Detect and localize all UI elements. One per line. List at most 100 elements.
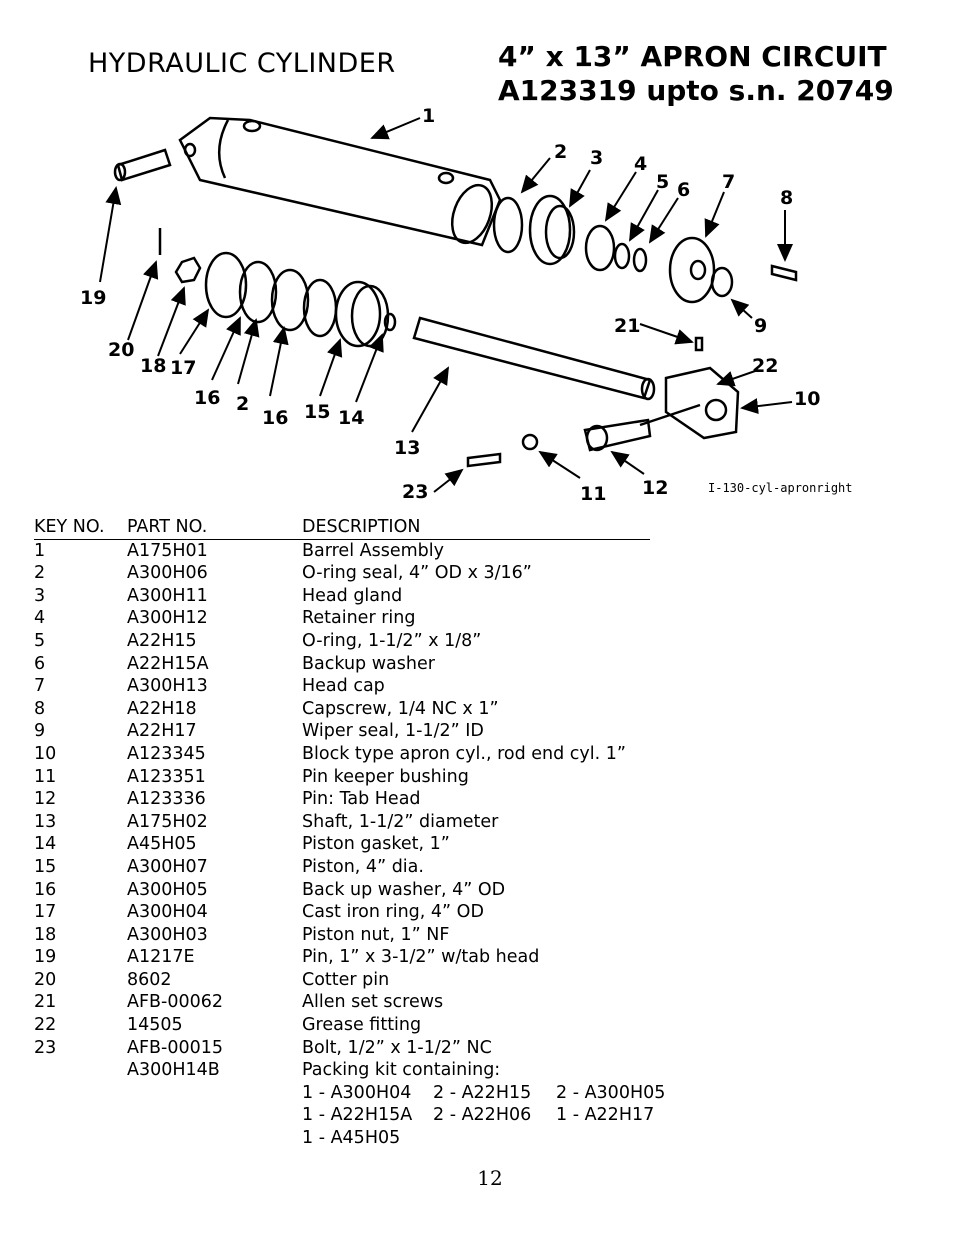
header-part-no: PART NO.: [127, 517, 208, 537]
exploded-parts-diagram: 1 2 3 4 5 6 7 8 9 10 11 12 13 14 15 16 2…: [80, 105, 853, 505]
description-cell: Piston gasket, 1”: [302, 834, 450, 855]
key-no-cell: 13: [34, 811, 57, 832]
table-row: 12 A123336 Pin: Tab Head: [34, 788, 674, 811]
part-no-cell: A300H06: [127, 563, 208, 584]
part-no-cell: A45H05: [127, 834, 197, 855]
key-no-cell: 19: [34, 947, 57, 968]
key-no-cell: 15: [34, 856, 57, 877]
description-cell: Piston, 4” dia.: [302, 856, 424, 877]
description-cell: Pin keeper bushing: [302, 766, 469, 787]
part-no-cell: A123336: [127, 789, 206, 810]
description-cell: Grease fitting: [302, 1015, 422, 1036]
key-no-cell: 23: [34, 1037, 57, 1058]
description-cell: Head gland: [302, 585, 403, 606]
key-no-cell: 3: [34, 585, 46, 606]
key-no-cell: 14: [34, 834, 57, 855]
part-no-cell: A175H02: [127, 811, 208, 832]
key-no-cell: 1: [34, 540, 46, 561]
description-cell: Shaft, 1-1/2” diameter: [302, 811, 499, 832]
kit-item: 1 - A300H04: [302, 1082, 412, 1103]
part-no-cell: 8602: [127, 969, 172, 990]
part-no-cell: A300H11: [127, 585, 208, 606]
description-cell: O-ring seal, 4” OD x 3/16”: [302, 563, 532, 584]
table-row: 13 A175H02 Shaft, 1-1/2” diameter: [34, 811, 674, 834]
key-no-cell: 8: [34, 698, 46, 719]
table-row: 1 A175H01 Barrel Assembly: [34, 540, 674, 563]
kit-item: 1 - A22H17: [556, 1105, 655, 1126]
table-row: 3 A300H11 Head gland: [34, 585, 674, 608]
part-no-cell: A22H15: [127, 630, 197, 651]
description-cell: O-ring, 1-1/2” x 1/8”: [302, 630, 482, 651]
callout-11: 11: [580, 483, 606, 505]
description-cell: Bolt, 1/2” x 1-1/2” NC: [302, 1037, 492, 1058]
table-row: 15 A300H07 Piston, 4” dia.: [34, 856, 674, 879]
description-cell: Wiper seal, 1-1/2” ID: [302, 721, 484, 742]
kit-item: 1 - A22H15A: [302, 1105, 413, 1126]
key-no-cell: 4: [34, 608, 46, 629]
part-no-cell: A300H04: [127, 902, 208, 923]
table-row: 23 AFB-00015 Bolt, 1/2” x 1-1/2” NC: [34, 1037, 674, 1060]
description-cell: Back up washer, 4” OD: [302, 879, 506, 900]
callout-1: 1: [422, 105, 435, 127]
part-no-cell: A300H07: [127, 856, 208, 877]
callout-21: 21: [614, 315, 640, 337]
callout-17: 17: [170, 357, 196, 379]
description-cell: Pin: Tab Head: [302, 789, 421, 810]
description-cell: Packing kit containing:: [302, 1060, 501, 1081]
callout-18: 18: [140, 355, 166, 377]
key-no-cell: 11: [34, 766, 57, 787]
description-cell: Capscrew, 1/4 NC x 1”: [302, 698, 499, 719]
callout-10: 10: [794, 388, 820, 410]
part-no-cell: A300H13: [127, 676, 208, 697]
kit-item: 2 - A300H05: [556, 1082, 666, 1103]
table-row: 22 14505 Grease fitting: [34, 1014, 674, 1037]
callout-14: 14: [338, 407, 364, 429]
description-cell: Cotter pin: [302, 969, 390, 990]
key-no-cell: 22: [34, 1015, 57, 1036]
circuit-title: 4” x 13” APRON CIRCUIT A123319 upto s.n.…: [498, 40, 894, 108]
callout-3: 3: [590, 147, 603, 169]
description-cell: Block type apron cyl., rod end cyl. 1”: [302, 743, 626, 764]
description-cell: Barrel Assembly: [302, 540, 444, 561]
callout-5: 5: [656, 171, 669, 193]
part-no-cell: A175H01: [127, 540, 208, 561]
cylinder-drawing: [113, 116, 798, 468]
key-no-cell: 20: [34, 969, 57, 990]
part-no-cell: A123345: [127, 743, 206, 764]
callout-2b: 2: [236, 393, 249, 415]
table-row: 11 A123351 Pin keeper bushing: [34, 766, 674, 789]
part-no-cell: AFB-00015: [127, 1037, 224, 1058]
part-no-cell: 14505: [127, 1015, 183, 1036]
kit-line: 1 - A45H05: [34, 1127, 674, 1150]
callout-labels: 1 2 3 4 5 6 7 8 9 10 11 12 13 14 15 16 2…: [80, 105, 853, 505]
part-no-cell: A123351: [127, 766, 206, 787]
callout-2: 2: [554, 141, 567, 163]
circuit-title-line2: A123319 upto s.n. 20749: [498, 74, 894, 107]
key-no-cell: 17: [34, 902, 57, 923]
table-row: 20 8602 Cotter pin: [34, 969, 674, 992]
figure-reference: I-130-cyl-apronright: [708, 481, 853, 495]
description-cell: Allen set screws: [302, 992, 444, 1013]
key-no-cell: 12: [34, 789, 57, 810]
key-no-cell: 7: [34, 676, 46, 697]
part-no-cell: A22H17: [127, 721, 197, 742]
part-no-cell: AFB-00062: [127, 992, 224, 1013]
kit-item: 2 - A22H06: [433, 1105, 532, 1126]
callout-12: 12: [642, 477, 668, 499]
description-cell: Cast iron ring, 4” OD: [302, 902, 484, 923]
